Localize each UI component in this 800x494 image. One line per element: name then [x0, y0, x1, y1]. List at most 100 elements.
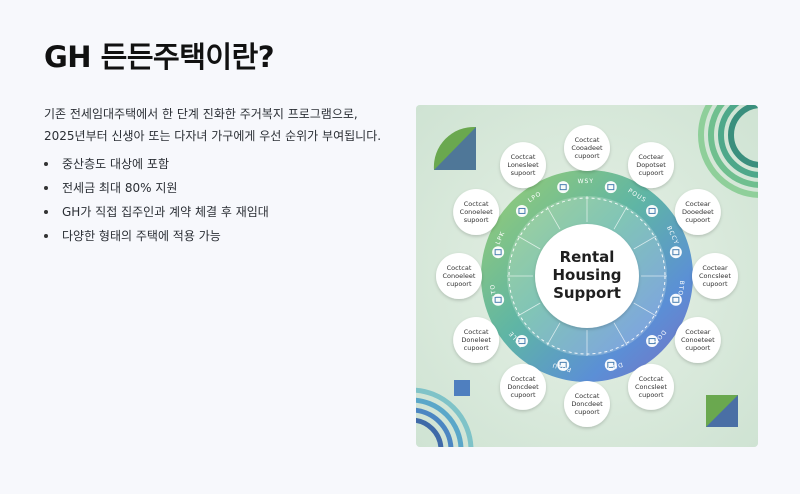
node-label: Coctcat	[511, 153, 536, 161]
node-circle	[564, 125, 610, 171]
spokes	[507, 196, 667, 356]
node-circle	[564, 381, 610, 427]
spoke-line	[546, 206, 561, 230]
bag-icon	[646, 204, 659, 217]
node-circle	[436, 253, 482, 299]
node-label: cupoort	[575, 408, 600, 416]
list-item: GH가 직접 집주인과 계약 체결 후 재임대	[44, 200, 269, 224]
description-line-2: 2025년부터 신생아 또는 다자녀 가구에게 우선 순위가 부여됩니다.	[44, 129, 382, 143]
node-label: cupoort	[639, 391, 664, 399]
node-label: Coctear	[685, 200, 711, 208]
node-label: Doneleet	[461, 336, 491, 344]
building-icon	[669, 293, 682, 306]
tablet-icon	[492, 293, 505, 306]
node-label: Doncdeet	[507, 383, 539, 391]
node-circle	[453, 189, 500, 235]
node-circle	[453, 317, 500, 363]
node-label: cupoort	[685, 216, 710, 224]
description: 기존 전세임대주택에서 한 단계 진화한 주거복지 프로그램으로, 2025년부…	[44, 103, 404, 147]
spoke-line	[633, 302, 657, 317]
node-label: Coctear	[638, 153, 664, 161]
description-line-1: 기존 전세임대주택에서 한 단계 진화한 주거복지 프로그램으로,	[44, 107, 358, 121]
node-label: Cooadeet	[571, 144, 603, 152]
decor-top-right	[698, 105, 758, 198]
spoke-line	[613, 322, 628, 346]
ring-label: BTO	[676, 280, 685, 296]
ring-label: DOS	[606, 361, 624, 372]
node-circle	[674, 317, 721, 363]
phone-icon	[515, 335, 528, 348]
center-circle	[535, 224, 639, 328]
list-item-text: GH가 직접 집주인과 계약 체결 후 재임대	[62, 205, 269, 219]
list-item-text: 중산층도 대상에 포함	[62, 157, 169, 171]
center-label-line-1: Rental	[560, 248, 615, 266]
basket-icon	[604, 181, 617, 194]
node-label: Dopotset	[636, 161, 666, 169]
node-label: Coctcat	[464, 328, 489, 336]
list-item-text: 전세금 최대 80% 지원	[62, 181, 178, 195]
node-label: supoort	[511, 169, 536, 177]
home-icon	[604, 358, 617, 371]
node-label: cupoort	[464, 344, 489, 352]
node-label: Conoeleet	[460, 208, 493, 216]
node-label: Doncdeet	[571, 400, 603, 408]
spoke-line	[517, 235, 541, 250]
diagram-svg: Rental Housing Support POUSBCCYBTODORDOS…	[416, 105, 758, 447]
node-label: Conoeteet	[681, 336, 715, 344]
center-label-line-2: Housing	[552, 266, 621, 284]
node-label: cupoort	[447, 280, 472, 288]
house-icon	[557, 181, 570, 194]
node-circle	[500, 363, 546, 410]
spoke-line	[546, 322, 561, 346]
bullet-icon	[44, 186, 48, 190]
ring-icons	[492, 181, 682, 371]
spoke-line	[613, 206, 628, 230]
spoke-line	[633, 235, 657, 250]
node-circle	[628, 142, 674, 189]
node-label: Lonesleet	[507, 161, 539, 169]
node-label: Coctcat	[511, 375, 536, 383]
node-label: Coctcat	[575, 136, 600, 144]
monitor-icon	[557, 358, 570, 371]
decor-bottom-right	[706, 395, 738, 427]
list-item: 중산층도 대상에 포함	[44, 152, 269, 176]
node-circle	[500, 142, 546, 189]
trash-icon	[669, 246, 682, 259]
node-label: cupoort	[685, 344, 710, 352]
list-item-text: 다양한 형태의 주택에 적용 가능	[62, 229, 221, 243]
center-label-line-3: Support	[553, 284, 621, 302]
feature-list: 중산층도 대상에 포함 전세금 최대 80% 지원 GH가 직접 집주인과 계약…	[44, 152, 269, 248]
node-label: Coctcat	[575, 392, 600, 400]
list-item: 다양한 형태의 주택에 적용 가능	[44, 224, 269, 248]
spoke-line	[517, 302, 541, 317]
node-label: Coctear	[702, 264, 728, 272]
node-label: Coctcat	[639, 375, 664, 383]
node-label: supoort	[464, 216, 489, 224]
home-icon	[646, 335, 659, 348]
list-item: 전세금 최대 80% 지원	[44, 176, 269, 200]
node-label: Coctear	[685, 328, 711, 336]
decor-bottom-left	[416, 380, 474, 447]
node-label: Coctcat	[464, 200, 489, 208]
node-label: cupoort	[703, 280, 728, 288]
node-circle	[674, 189, 721, 235]
node-circle	[692, 253, 738, 299]
node-label: Concsleet	[699, 272, 731, 280]
node-label: Conoeleet	[443, 272, 476, 280]
node-label: Concsleet	[635, 383, 667, 391]
bullet-icon	[44, 210, 48, 214]
node-circle	[628, 363, 674, 410]
book-icon	[492, 246, 505, 259]
bell-icon	[515, 204, 528, 217]
